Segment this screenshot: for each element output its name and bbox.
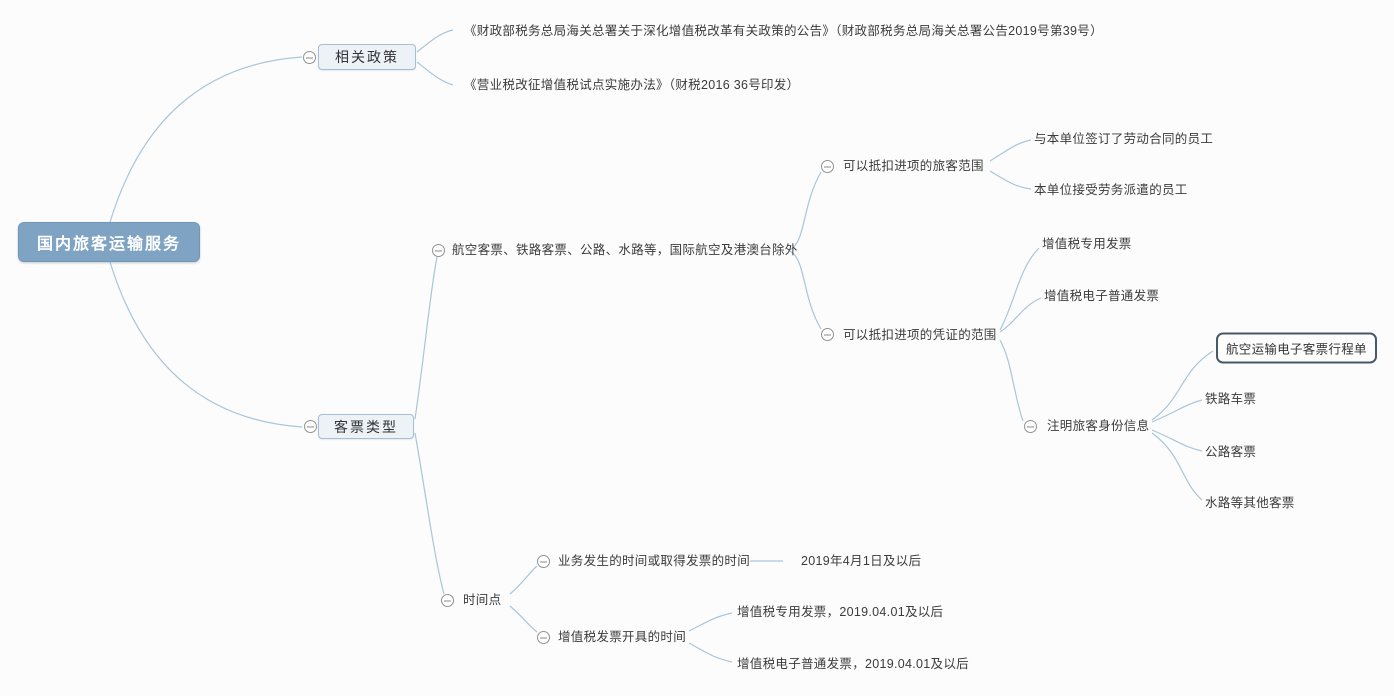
collapse-icon-time-point[interactable]	[441, 594, 454, 607]
node-invoice-special-time[interactable]: 增值税专用发票，2019.04.01及以后	[737, 604, 944, 619]
edge-ticket-scope	[414, 256, 438, 420]
collapse-icon-related-policies[interactable]	[303, 51, 316, 64]
edge-voucher-electronic	[999, 297, 1042, 333]
node-time-point[interactable]: 时间点	[463, 592, 502, 607]
edge-root-policy	[109, 56, 303, 223]
edge-passenger-contract	[989, 139, 1032, 162]
edge-scope-passenger-scope	[789, 171, 822, 251]
edge-ticket-time-point	[414, 432, 445, 595]
node-deductible-voucher-scope[interactable]: 可以抵扣进项的凭证的范围	[843, 327, 997, 342]
edge-identity-rail	[1151, 399, 1203, 423]
node-invoice-electronic-time[interactable]: 增值税电子普通发票，2019.04.01及以后	[737, 656, 969, 671]
edge-timepoint-invoice	[509, 605, 538, 633]
node-deductible-passenger-scope[interactable]: 可以抵扣进项的旅客范围	[843, 158, 984, 173]
edge-passenger-dispatch	[989, 170, 1032, 190]
node-ticket-scope[interactable]: 航空客票、铁路客票、公路、水路等，国际航空及港澳台除外	[452, 242, 798, 257]
node-related-policies[interactable]: 相关政策	[318, 44, 416, 70]
edge-invoice-electronic	[688, 642, 733, 663]
edge-identity-water	[1151, 432, 1203, 501]
node-invoice-issue-time[interactable]: 增值税发票开具的时间	[558, 629, 687, 644]
collapse-icon-voucher-scope[interactable]	[821, 328, 834, 341]
edge-scope-voucher-scope	[789, 250, 822, 330]
collapse-icon-passenger-scope[interactable]	[821, 160, 834, 173]
node-passenger-identity-info[interactable]: 注明旅客身份信息	[1047, 418, 1150, 433]
node-road-ticket[interactable]: 公路客票	[1205, 444, 1257, 459]
collapse-icon-identity-info[interactable]	[1024, 420, 1037, 433]
node-policy-pilot-measures[interactable]: 《营业税改征增值税试点实施办法》（财税2016 36号印发）	[464, 77, 800, 92]
edge-policy-doc1	[416, 29, 454, 53]
node-employee-labor-dispatch[interactable]: 本单位接受劳务派遣的员工	[1034, 182, 1188, 197]
node-vat-electronic-general-invoice[interactable]: 增值税电子普通发票	[1044, 288, 1160, 303]
edge-identity-air	[1151, 350, 1214, 421]
edge-invoice-special	[688, 612, 733, 632]
edge-identity-road	[1151, 429, 1203, 452]
edge-voucher-identity	[999, 339, 1024, 422]
node-employee-labor-contract[interactable]: 与本单位签订了劳动合同的员工	[1034, 131, 1214, 146]
node-policy-announcement-39[interactable]: 《财政部税务总局海关总署关于深化增值税改革有关政策的公告》（财政部税务总局海关总…	[464, 23, 1103, 38]
collapse-icon-ticket-scope[interactable]	[432, 244, 445, 257]
edge-voucher-special	[999, 247, 1040, 331]
collapse-icon-ticket-type[interactable]	[304, 420, 317, 433]
node-railway-ticket[interactable]: 铁路车票	[1205, 391, 1257, 406]
collapse-icon-business-time[interactable]	[537, 555, 550, 568]
collapse-icon-invoice-issue-time[interactable]	[537, 631, 550, 644]
node-business-time-value[interactable]: 2019年4月1日及以后	[801, 553, 922, 568]
root-node[interactable]: 国内旅客运输服务	[18, 222, 200, 262]
node-air-eticket-itinerary[interactable]: 航空运输电子客票行程单	[1216, 332, 1377, 364]
edge-timepoint-business	[509, 565, 538, 595]
edge-root-ticket-type	[109, 261, 303, 428]
edge-policy-doc2	[416, 61, 454, 86]
node-vat-special-invoice[interactable]: 增值税专用发票	[1042, 236, 1132, 251]
node-waterway-other-ticket[interactable]: 水路等其他客票	[1205, 495, 1295, 510]
node-ticket-type[interactable]: 客票类型	[318, 414, 414, 439]
node-business-time[interactable]: 业务发生的时间或取得发票的时间	[558, 553, 751, 568]
